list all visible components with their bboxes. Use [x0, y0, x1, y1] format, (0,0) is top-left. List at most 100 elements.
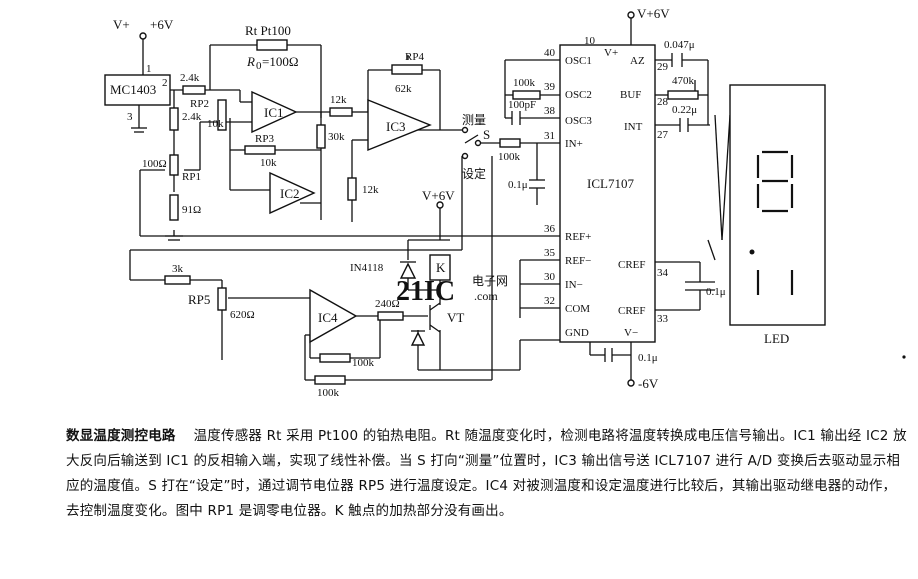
svg-text:40: 40 [544, 47, 556, 59]
svg-text:设定: 设定 [462, 166, 486, 181]
svg-text:IC4: IC4 [318, 310, 338, 325]
svg-text:28: 28 [657, 96, 669, 108]
opamp-ic4: IC4 [309, 288, 358, 344]
transistor-vt: VT [410, 310, 464, 346]
svg-text:RP5: RP5 [188, 292, 210, 307]
resistor-100k-feedback: 100k [319, 353, 375, 369]
svg-text:RP1: RP1 [182, 171, 201, 183]
svg-text:K: K [436, 260, 446, 275]
svg-text:3: 3 [127, 111, 133, 123]
svg-text:2: 2 [162, 77, 168, 89]
opamp-ic2: IC2 [269, 171, 316, 215]
svg-text:S: S [483, 127, 490, 142]
svg-text:.com: .com [474, 289, 498, 303]
led-label: LED [764, 331, 789, 346]
svg-text:0.1μ: 0.1μ [508, 179, 528, 191]
adc-icl7107: ICL7107 OSC1 OSC2 OSC3 IN+ REF+ REF− IN−… [544, 35, 669, 343]
svg-text:CREF: CREF [618, 305, 646, 317]
svg-text:0.047μ: 0.047μ [664, 39, 695, 51]
caption-body: 温度传感器 Rt 采用 Pt100 的铂热电阻。Rt 随温度变化时，检测电路将温… [66, 428, 907, 519]
stray-dot [902, 355, 906, 359]
svg-text:R: R [246, 54, 255, 69]
svg-text:0.22μ: 0.22μ [672, 104, 697, 116]
supply-mid: V+6V [422, 188, 455, 209]
svg-text:OSC2: OSC2 [565, 89, 592, 101]
svg-text:测量: 测量 [462, 113, 486, 127]
svg-text:AZ: AZ [630, 55, 645, 67]
led-display: LED [729, 84, 826, 346]
svg-text:12k: 12k [362, 184, 379, 196]
svg-text:29: 29 [657, 61, 669, 73]
svg-text:VT: VT [447, 310, 464, 325]
svg-text:1: 1 [146, 63, 152, 75]
svg-text:CREF: CREF [618, 259, 646, 271]
resistor-3k: 3k [164, 263, 191, 285]
svg-text:240Ω: 240Ω [375, 298, 400, 310]
svg-text:34: 34 [657, 267, 669, 279]
capacitor-int: 0.22μ [672, 104, 697, 132]
svg-text:0.1μ: 0.1μ [706, 286, 726, 298]
svg-text:38: 38 [544, 105, 556, 117]
svg-text:IN4118: IN4118 [350, 262, 384, 274]
sensor-rt-pt100: Rt Pt100 R 0 =100Ω [245, 23, 299, 72]
svg-text:IN−: IN− [565, 279, 583, 291]
svg-text:OSC1: OSC1 [565, 55, 592, 67]
capacitor-supply: 0.1μ [604, 348, 658, 364]
figure-caption: 数显温度测控电路温度传感器 Rt 采用 Pt100 的铂热电阻。Rt 随温度变化… [66, 424, 908, 524]
supply-left: V+ +6V [113, 17, 174, 40]
resistor-2k4-side: 2.4k [169, 107, 202, 131]
resistor-12k-series: 12k [329, 94, 353, 117]
svg-text:COM: COM [565, 303, 590, 315]
potentiometer-rp3: RP3 10k [244, 133, 277, 169]
svg-text:V+6V: V+6V [422, 188, 455, 203]
svg-text:62k: 62k [395, 83, 412, 95]
osc-capacitor-100pf: 100pF [508, 99, 536, 125]
watermark: 21IC 电子网 .com [396, 274, 508, 307]
svg-text:IC2: IC2 [280, 186, 300, 201]
svg-text:RP4: RP4 [405, 51, 424, 63]
svg-text:33: 33 [657, 313, 669, 325]
svg-text:INT: INT [624, 121, 643, 133]
svg-text:30k: 30k [328, 131, 345, 143]
svg-text:ICL7107: ICL7107 [587, 176, 634, 191]
svg-text:30: 30 [544, 271, 556, 283]
mc1403-label: MC1403 [110, 82, 156, 97]
capacitor-input: 0.1μ [508, 179, 545, 191]
relay-k: K [429, 254, 451, 281]
svg-text:100pF: 100pF [508, 99, 536, 111]
svg-text:2.4k: 2.4k [182, 111, 202, 123]
resistor-100k-bottom: 100k [314, 375, 346, 399]
svg-text:REF+: REF+ [565, 231, 591, 243]
potentiometer-rp2: RP2 10k [190, 98, 227, 131]
potentiometer-rp5: RP5 620Ω [188, 287, 255, 321]
diode-in4118: IN4118 [350, 261, 417, 279]
svg-text:100k: 100k [498, 151, 521, 163]
svg-text:RP2: RP2 [190, 98, 209, 110]
potentiometer-rp1: 100Ω RP1 [142, 154, 201, 183]
svg-text:10k: 10k [207, 118, 224, 130]
svg-text:0.1μ: 0.1μ [638, 352, 658, 364]
svg-text:10k: 10k [260, 157, 277, 169]
svg-text:BUF: BUF [620, 89, 641, 101]
svg-text:2.4k: 2.4k [180, 72, 200, 84]
svg-text:31: 31 [544, 130, 555, 142]
mc1403-reference: MC1403 1 2 3 [104, 63, 171, 123]
svg-text:RP3: RP3 [255, 133, 274, 145]
svg-text:100k: 100k [513, 77, 536, 89]
svg-text:V+: V+ [604, 47, 618, 59]
svg-text:100Ω: 100Ω [142, 158, 167, 170]
osc-resistor-100k: 100k [512, 77, 541, 100]
svg-text:IN+: IN+ [565, 138, 583, 150]
resistor-91ohm: 91Ω [169, 194, 201, 221]
resistor-2k4-top: 2.4k [180, 72, 206, 95]
svg-text:V−: V− [624, 327, 638, 339]
svg-text:-6V: -6V [638, 376, 659, 391]
svg-text:100k: 100k [352, 357, 375, 369]
svg-text:27: 27 [657, 129, 669, 141]
selector-switch-s: 测量 S 设定 [461, 113, 490, 181]
resistor-240ohm: 240Ω [375, 298, 404, 321]
svg-text:3k: 3k [172, 263, 184, 275]
svg-text:21IC: 21IC [396, 276, 455, 307]
svg-text:36: 36 [544, 223, 556, 235]
svg-text:10: 10 [584, 35, 596, 47]
